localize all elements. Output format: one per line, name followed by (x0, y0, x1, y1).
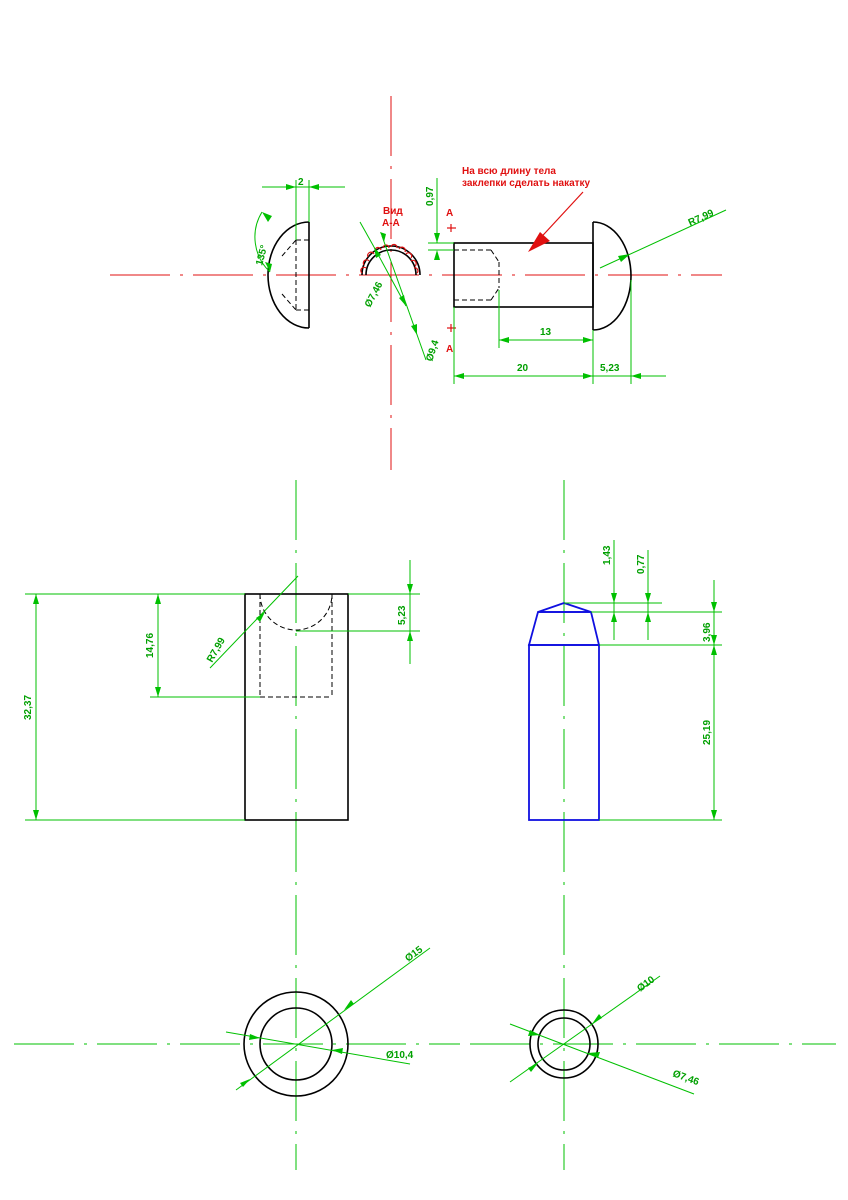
dim-width-2: 2 (298, 177, 304, 188)
view-label-a-a: A-A (382, 218, 400, 229)
die-block-side-view (25, 560, 420, 821)
section-mark-bottom: A (446, 344, 453, 355)
dim-height-32-37: 32,37 (23, 695, 34, 720)
dim-dia-9-4: Ø9,4 (424, 338, 441, 362)
view-a-a-knurled-end (359, 221, 427, 361)
dim-dia-10: Ø10 (635, 974, 657, 994)
dim-head-5-23: 5,23 (600, 363, 620, 374)
die-block-top-view (225, 947, 431, 1097)
dim-chamfer-0-77: 0,77 (636, 554, 647, 574)
punch-side-view (527, 540, 722, 821)
dim-dia-7-46-bottom: Ø7,46 (671, 1068, 701, 1088)
middle-centerlines (14, 480, 836, 1170)
rivet-head-section-view (254, 180, 345, 329)
dim-dia-10-4: Ø10,4 (386, 1050, 414, 1061)
dim-length-20: 20 (517, 363, 529, 374)
dim-chamfer-1-43: 1,43 (602, 545, 613, 565)
rivet-side-view (428, 178, 727, 384)
dim-dia-15: Ø15 (403, 944, 425, 964)
dim-body-25-19: 25,19 (702, 720, 713, 745)
dim-radius-7-99-die: R7,99 (205, 636, 228, 665)
dim-radius-7-99-top: R7,99 (687, 208, 716, 229)
section-mark-top: A (446, 208, 453, 219)
dim-dia-7-46-end: Ø7,46 (363, 280, 386, 310)
note-line-1: На всю длину тела (462, 166, 556, 177)
dim-depth-5-23: 5,23 (397, 605, 408, 625)
view-label-vid: Вид (383, 206, 403, 217)
dim-angle-135: 135° (254, 244, 270, 267)
note-line-2: заклепки сделать накатку (462, 178, 591, 189)
dim-gap-0-97: 0,97 (425, 186, 436, 206)
dim-taper-3-96: 3,96 (702, 622, 713, 642)
punch-top-view (509, 975, 695, 1095)
dim-length-13: 13 (540, 327, 552, 338)
dim-height-14-76: 14,76 (145, 633, 156, 658)
